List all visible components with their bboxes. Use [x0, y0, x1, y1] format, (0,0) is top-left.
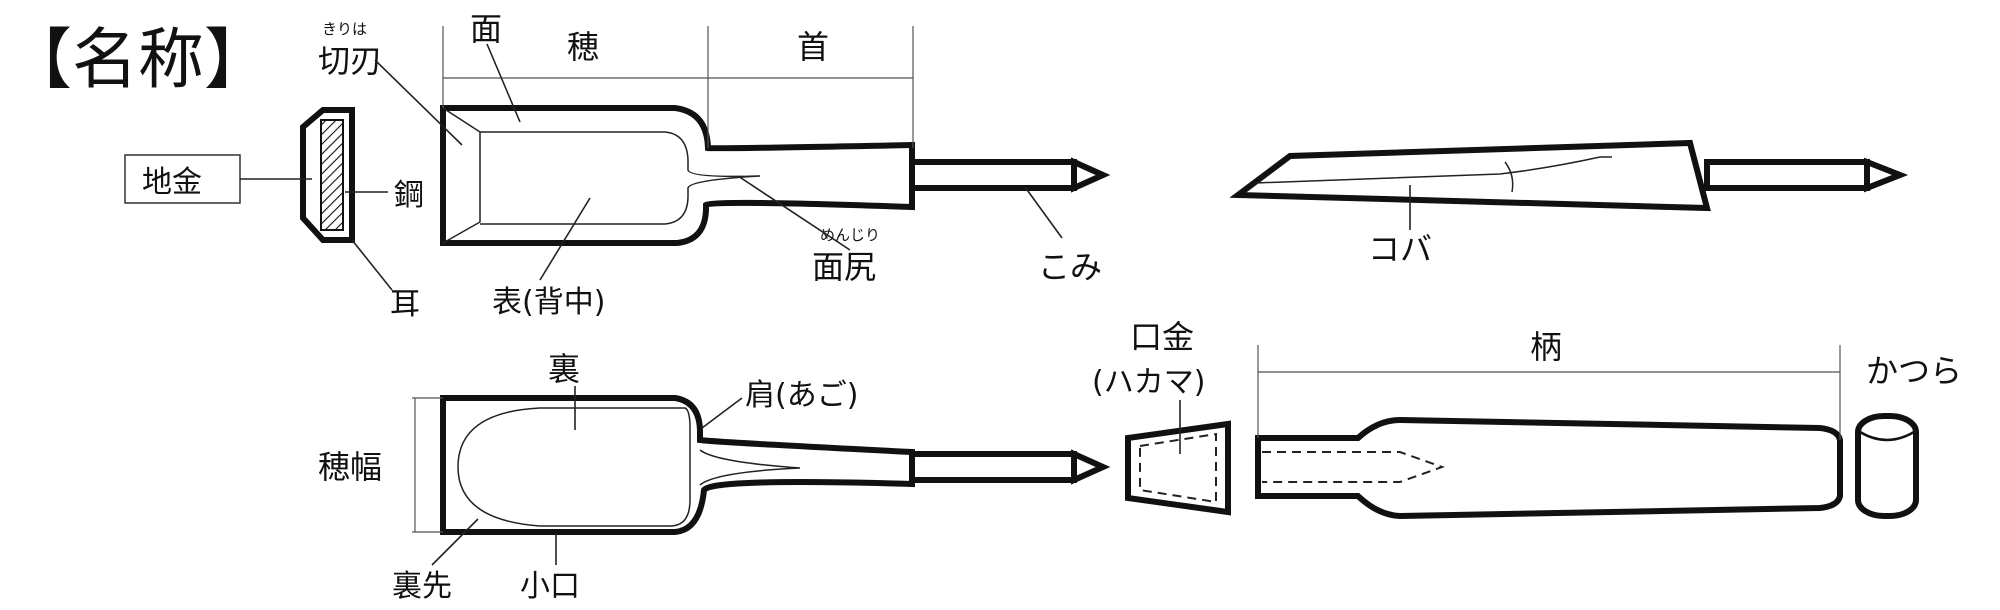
label-kubi: 首 [797, 28, 829, 66]
label-koguchi: 小口 [520, 569, 580, 604]
label-kata: 肩(あご) [745, 378, 858, 413]
label-komi: こみ [1038, 248, 1102, 286]
label-kuchigane: 口金 [1130, 318, 1194, 356]
label-omote: 表(背中) [492, 285, 605, 320]
label-menjiri-ruby: めんじり [820, 226, 880, 244]
label-menjiri: 面尻 [812, 248, 876, 286]
label-men: 面 [470, 10, 502, 48]
chisel-top-view [440, 105, 1111, 246]
label-e: 柄 [1530, 328, 1562, 366]
label-mimi: 耳 [390, 287, 420, 322]
katsura-ring [1855, 413, 1919, 519]
label-jigane: 地金 [142, 165, 202, 200]
label-katsura: かつら [1866, 352, 1962, 390]
label-urasaki: 裏先 [392, 569, 452, 604]
kuchigane-ferrule [1125, 420, 1231, 516]
label-hakama: (ハカマ) [1092, 365, 1205, 400]
label-ho: 穂 [567, 28, 599, 66]
label-ura: 裏 [548, 350, 580, 388]
label-hagane: 鋼 [394, 178, 424, 213]
diagram-title: 【名称】 [6, 21, 270, 98]
chisel-back-view [440, 395, 1111, 535]
label-hohaba: 穂幅 [318, 448, 382, 486]
label-kiriha: 切刃 [318, 42, 382, 80]
chisel-side-view [1229, 139, 1909, 212]
handle [1255, 416, 1843, 520]
label-kiriha-ruby: きりは [322, 20, 367, 38]
cross-section [300, 107, 355, 243]
steel-hatched-layer [320, 119, 344, 231]
label-koba: コバ [1368, 230, 1432, 268]
